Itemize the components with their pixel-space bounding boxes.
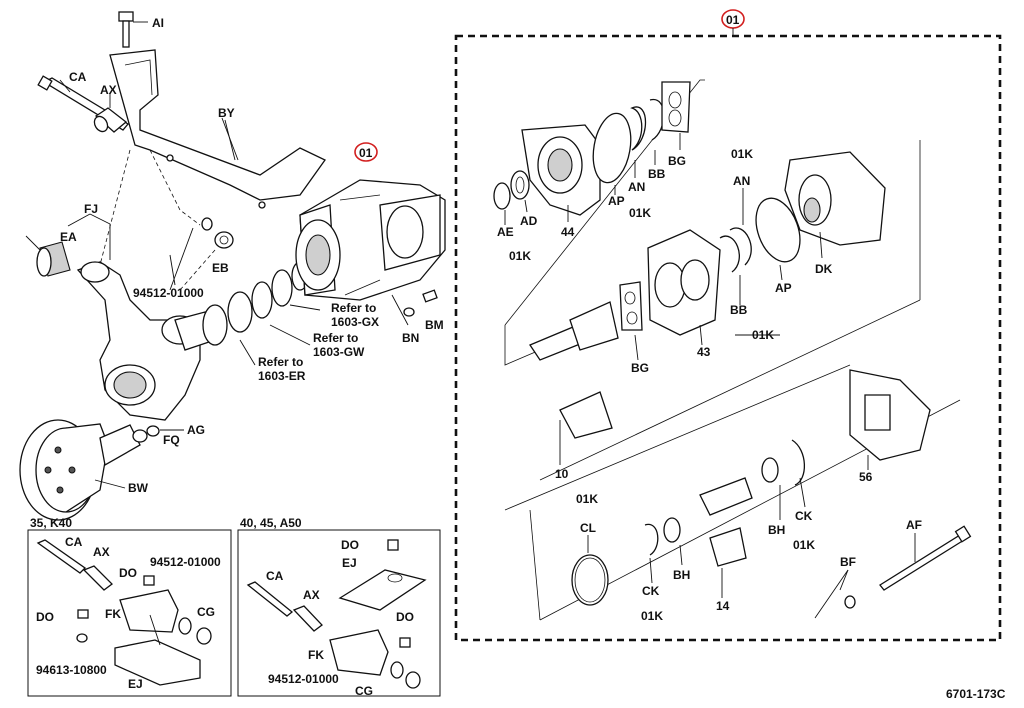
label-bm: BM — [425, 318, 444, 332]
label-r-bg-b: BG — [631, 361, 649, 375]
bolt-bm-bn — [391, 289, 438, 326]
bracket-by — [109, 49, 326, 209]
label-r-bg-a: BG — [668, 154, 686, 168]
label-r-14: 14 — [716, 599, 730, 613]
label-assy-right: 01 — [726, 13, 740, 27]
panel2-label-ej: EJ — [342, 556, 357, 570]
label-r-bf: BF — [840, 555, 856, 569]
panel2-title: 40, 45, A50 — [240, 516, 302, 530]
label-bn: BN — [402, 331, 419, 345]
label-r-56: 56 — [859, 470, 873, 484]
panel2-label-ax: AX — [303, 588, 320, 602]
figure-code: 6701-173C — [946, 687, 1006, 701]
label-r-43: 43 — [697, 345, 711, 359]
panel1-label-do: DO — [119, 566, 137, 580]
panel2-label-do2: DO — [396, 610, 414, 624]
label-by: BY — [218, 106, 235, 120]
label-r-ae: AE — [497, 225, 514, 239]
label-r-bh-b: BH — [673, 568, 690, 582]
panel2-label-cg: CG — [355, 684, 373, 698]
label-r-ad: AD — [520, 214, 538, 228]
label-refer-gx-1: Refer to — [331, 301, 376, 315]
label-r-01k-a: 01K — [509, 249, 531, 263]
label-refer-er-2: 1603-ER — [258, 369, 306, 383]
label-refer-er-1: Refer to — [258, 355, 303, 369]
collar-ax — [93, 94, 128, 133]
label-r-bb-b: BB — [730, 303, 748, 317]
pulley-bw — [19, 419, 141, 521]
bolt-ai — [118, 11, 148, 48]
panel2-label-fk: FK — [308, 648, 324, 662]
panel2-label-94512: 94512-01000 — [268, 672, 339, 686]
pump-01 — [295, 179, 446, 301]
panel1-label-fk: FK — [105, 607, 121, 621]
panel1-label-ej: EJ — [128, 677, 143, 691]
label-ai: AI — [152, 16, 164, 30]
label-r-af: AF — [906, 518, 922, 532]
shaft-rings — [202, 261, 309, 346]
label-r-cl: CL — [580, 521, 596, 535]
arm-fj — [76, 261, 216, 421]
label-r-an-a: AN — [628, 180, 645, 194]
label-ea: EA — [60, 230, 77, 244]
label-r-01k-b: 01K — [629, 206, 651, 220]
label-r-bb-a: BB — [648, 167, 666, 181]
label-r-ck-b: CK — [642, 584, 660, 598]
label-ax: AX — [100, 83, 117, 97]
label-refer-gx-2: 1603-GX — [331, 315, 379, 329]
panel-40-45-a50 — [237, 529, 441, 697]
label-bw: BW — [128, 481, 149, 495]
assy-marker-left — [354, 142, 378, 162]
panel2-label-do: DO — [341, 538, 359, 552]
label-r-01k-d: 01K — [752, 328, 774, 342]
panel1-label-ax: AX — [93, 545, 110, 559]
label-r-10: 10 — [555, 467, 569, 481]
label-ca: CA — [69, 70, 87, 84]
exploded-pump — [454, 9, 1002, 642]
label-r-44: 44 — [561, 225, 575, 239]
nut-fq-ag — [132, 425, 184, 443]
bushing-ea — [25, 235, 71, 277]
label-eb: EB — [212, 261, 229, 275]
panel2-label-ca: CA — [266, 569, 284, 583]
label-ag: AG — [187, 423, 205, 437]
label-r-ap-a: AP — [608, 194, 625, 208]
label-refer-gw-2: 1603-GW — [313, 345, 365, 359]
label-94512: 94512-01000 — [133, 286, 204, 300]
label-r-01k-e: 01K — [576, 492, 598, 506]
label-r-dk: DK — [815, 262, 833, 276]
label-r-ck-a: CK — [795, 509, 813, 523]
panel1-label-94613: 94613-10800 — [36, 663, 107, 677]
panel1-label-cg: CG — [197, 605, 215, 619]
label-fj: FJ — [84, 202, 98, 216]
label-fq: FQ — [163, 433, 180, 447]
label-assy-left: 01 — [359, 146, 373, 160]
left-assembly — [19, 11, 446, 521]
panel1-label-ca: CA — [65, 535, 83, 549]
label-r-01k-g: 01K — [641, 609, 663, 623]
panel-35-k40 — [27, 529, 232, 697]
panel1-label-94512: 94512-01000 — [150, 555, 221, 569]
label-r-bh-a: BH — [768, 523, 785, 537]
panel1-label-do2: DO — [36, 610, 54, 624]
label-r-01k-f: 01K — [793, 538, 815, 552]
panel1-title: 35, K40 — [30, 516, 72, 530]
label-r-an-b: AN — [733, 174, 750, 188]
label-r-ap-b: AP — [775, 281, 792, 295]
label-refer-gw-1: Refer to — [313, 331, 358, 345]
nut-eb — [201, 217, 234, 249]
label-r-01k-c: 01K — [731, 147, 753, 161]
